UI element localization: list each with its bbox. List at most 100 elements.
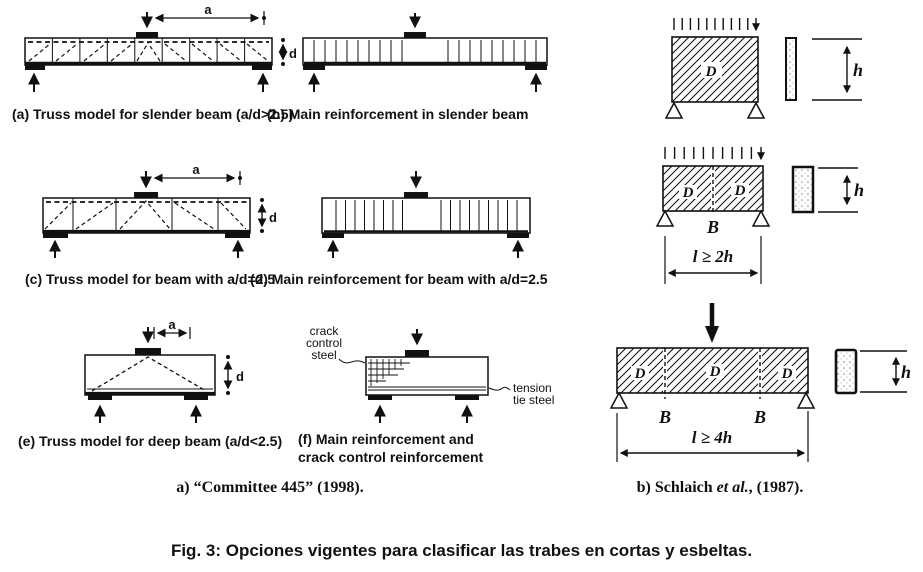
tension-label-leader	[488, 386, 511, 391]
dim-a-label: a	[168, 317, 176, 332]
dimension-h: h	[860, 350, 911, 393]
crack-control-steel-label: crack control steel	[306, 324, 342, 362]
cross-section	[791, 165, 815, 214]
load-pad	[136, 32, 158, 38]
panel-e-diagram: a d	[84, 317, 244, 423]
beam-outline	[321, 197, 531, 234]
truss-verticals	[72, 198, 219, 233]
schlaich-middle-diagram: D D B l ≥ 2h h	[655, 147, 864, 284]
b-region-label: B	[658, 407, 671, 427]
source-b-post: , (1987).	[748, 479, 804, 496]
load-pad	[404, 192, 428, 198]
panel-f-caption-line1: (f) Main reinforcement and	[298, 431, 474, 447]
dimension-d: d	[278, 38, 297, 66]
svg-text:tie steel: tie steel	[513, 393, 554, 407]
source-caption-a: a) “Committee 445” (1998).	[176, 479, 364, 496]
support-pad	[225, 233, 250, 238]
truss-diagonals	[91, 356, 207, 392]
panel-a-caption: (a) Truss model for slender beam (a/d>2.…	[12, 106, 294, 122]
dimension-length: l ≥ 4h	[616, 411, 809, 462]
panel-d-diagram	[321, 171, 531, 258]
beam-outline	[84, 354, 216, 396]
beam-outline	[365, 356, 489, 396]
d-region-label: D	[634, 366, 646, 382]
support-pad	[88, 395, 112, 400]
svg-text:steel: steel	[311, 348, 336, 362]
panel-d-caption: (d) Main reinforcement for beam with a/d…	[250, 271, 548, 287]
panel-a-diagram: a d	[24, 2, 297, 92]
cross-section	[785, 37, 797, 101]
dimension-a: a	[153, 317, 191, 339]
panel-c-caption: (c) Truss model for beam with a/d=2.5	[25, 271, 276, 287]
source-caption-b: b) Schlaich et al., (1987).	[590, 479, 850, 497]
b-boundary-lines	[664, 348, 761, 399]
cross-section	[834, 348, 858, 395]
load-pad	[135, 348, 161, 355]
d-region-label: D	[682, 185, 694, 201]
label-chip	[679, 185, 697, 199]
panel-f-caption-line2: crack control reinforcement	[298, 449, 484, 465]
truss-diagonals	[44, 200, 247, 230]
svg-text:control: control	[306, 336, 342, 350]
dim-a-label: a	[192, 162, 200, 177]
support-pad	[303, 65, 325, 70]
pin-support	[746, 101, 766, 119]
dim-h-label: h	[901, 362, 911, 382]
support-pad	[368, 395, 392, 400]
support-pad	[184, 395, 208, 400]
point-load-arrow	[705, 303, 719, 343]
support-pad	[43, 233, 68, 238]
label-chip	[701, 62, 722, 78]
d-region-label: D	[709, 364, 721, 380]
dim-length-label: l ≥ 4h	[692, 428, 733, 447]
dimension-d: d	[257, 198, 277, 233]
label-chip	[731, 183, 749, 197]
schlaich-top-diagram: D h	[664, 18, 863, 119]
label-chip	[706, 364, 724, 378]
schlaich-bottom-diagram: D D D B B l ≥ 4h h	[609, 347, 911, 462]
tension-tie-lines	[368, 386, 486, 391]
dimension-length: l ≥ 2h	[664, 236, 762, 284]
load-pad	[404, 32, 426, 38]
b-region-label: B	[753, 407, 766, 427]
truss-verticals	[51, 38, 246, 65]
panel-b-diagram	[302, 13, 548, 92]
svg-text:tension: tension	[513, 381, 552, 395]
distributed-load-arrows	[664, 147, 761, 159]
panel-c-diagram: a d	[42, 162, 277, 258]
panel-b-caption: (b) Main reinforcement in slender beam	[267, 106, 529, 122]
source-b-etal: et al.	[716, 479, 749, 496]
d-region-label: D	[734, 183, 746, 199]
tension-tie-steel-label: tension tie steel	[513, 381, 554, 407]
support-pad	[525, 65, 547, 70]
panel-f-diagram: crack control steel tension tie steel	[306, 324, 554, 423]
dim-a-label: a	[204, 2, 212, 17]
source-b-pre: b) Schlaich	[636, 479, 717, 496]
beam-outline	[42, 197, 251, 234]
dimension-h: h	[812, 38, 863, 101]
pin-support	[796, 391, 816, 409]
dimension-a: a	[154, 2, 266, 25]
pin-support	[751, 209, 771, 227]
label-chip	[778, 366, 796, 380]
support-pad	[507, 233, 529, 238]
dim-d-label: d	[289, 46, 297, 61]
dim-d-label: d	[236, 369, 244, 384]
schlaich-diagrams: D h D D B l ≥ 2h	[609, 18, 911, 462]
support-pad	[25, 65, 45, 70]
panel-f-caption: (f) Main reinforcement and crack control…	[298, 430, 483, 466]
d-region-label: D	[781, 366, 793, 382]
support-pad	[322, 233, 344, 238]
dimension-a: a	[153, 162, 242, 185]
crack-label-leader	[338, 358, 366, 364]
pin-support	[664, 101, 684, 119]
truss-diagonals	[28, 42, 269, 62]
load-pad	[134, 192, 158, 198]
dim-length-label: l ≥ 2h	[693, 247, 734, 266]
stirrups	[313, 40, 537, 63]
stirrups	[335, 200, 518, 231]
d-region-label: D	[705, 64, 717, 80]
dim-h-label: h	[854, 180, 864, 200]
dim-d-label: d	[269, 210, 277, 225]
svg-text:crack: crack	[310, 324, 340, 338]
